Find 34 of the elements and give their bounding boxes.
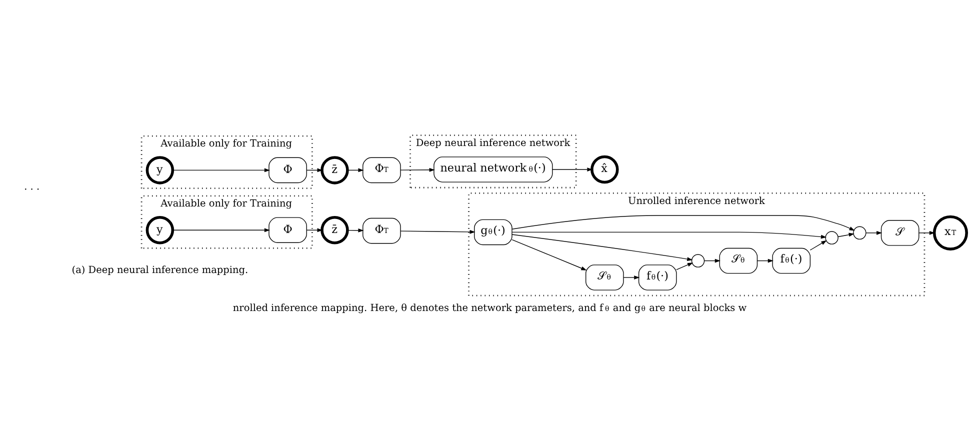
arrow bbox=[172, 168, 270, 172]
arrow bbox=[306, 228, 323, 232]
node-circle: x̂ bbox=[590, 155, 619, 184]
arrow bbox=[676, 262, 694, 270]
node-circle bbox=[691, 254, 705, 268]
arrow bbox=[838, 232, 854, 238]
node-circle: y bbox=[146, 216, 174, 244]
arrow bbox=[172, 228, 270, 232]
arrow bbox=[306, 168, 323, 172]
node-box: Φ bbox=[268, 157, 307, 184]
arrow bbox=[400, 230, 476, 234]
label: (a) Deep neural inference mapping. bbox=[72, 265, 248, 276]
node-circle: y bbox=[146, 156, 174, 184]
arrow bbox=[512, 232, 827, 239]
arrow bbox=[757, 258, 774, 263]
arrow bbox=[704, 258, 720, 263]
arrow bbox=[512, 239, 587, 270]
node-circle bbox=[825, 231, 838, 244]
node-circle: z̄ bbox=[320, 216, 349, 244]
arrow bbox=[347, 168, 364, 172]
arrow bbox=[623, 276, 640, 280]
arrow bbox=[810, 240, 827, 250]
arrow bbox=[552, 168, 593, 172]
node-box: 𝒮 bbox=[880, 220, 920, 246]
arrow bbox=[512, 234, 693, 261]
arrow bbox=[512, 215, 855, 231]
node-circle: z̄ bbox=[320, 156, 349, 184]
arrow bbox=[918, 230, 935, 235]
arrow bbox=[347, 228, 364, 232]
label: · · · bbox=[24, 184, 40, 196]
node-box: Φ bbox=[268, 217, 307, 243]
arrow bbox=[866, 230, 882, 235]
arrow bbox=[400, 168, 435, 172]
node-circle bbox=[853, 226, 866, 240]
